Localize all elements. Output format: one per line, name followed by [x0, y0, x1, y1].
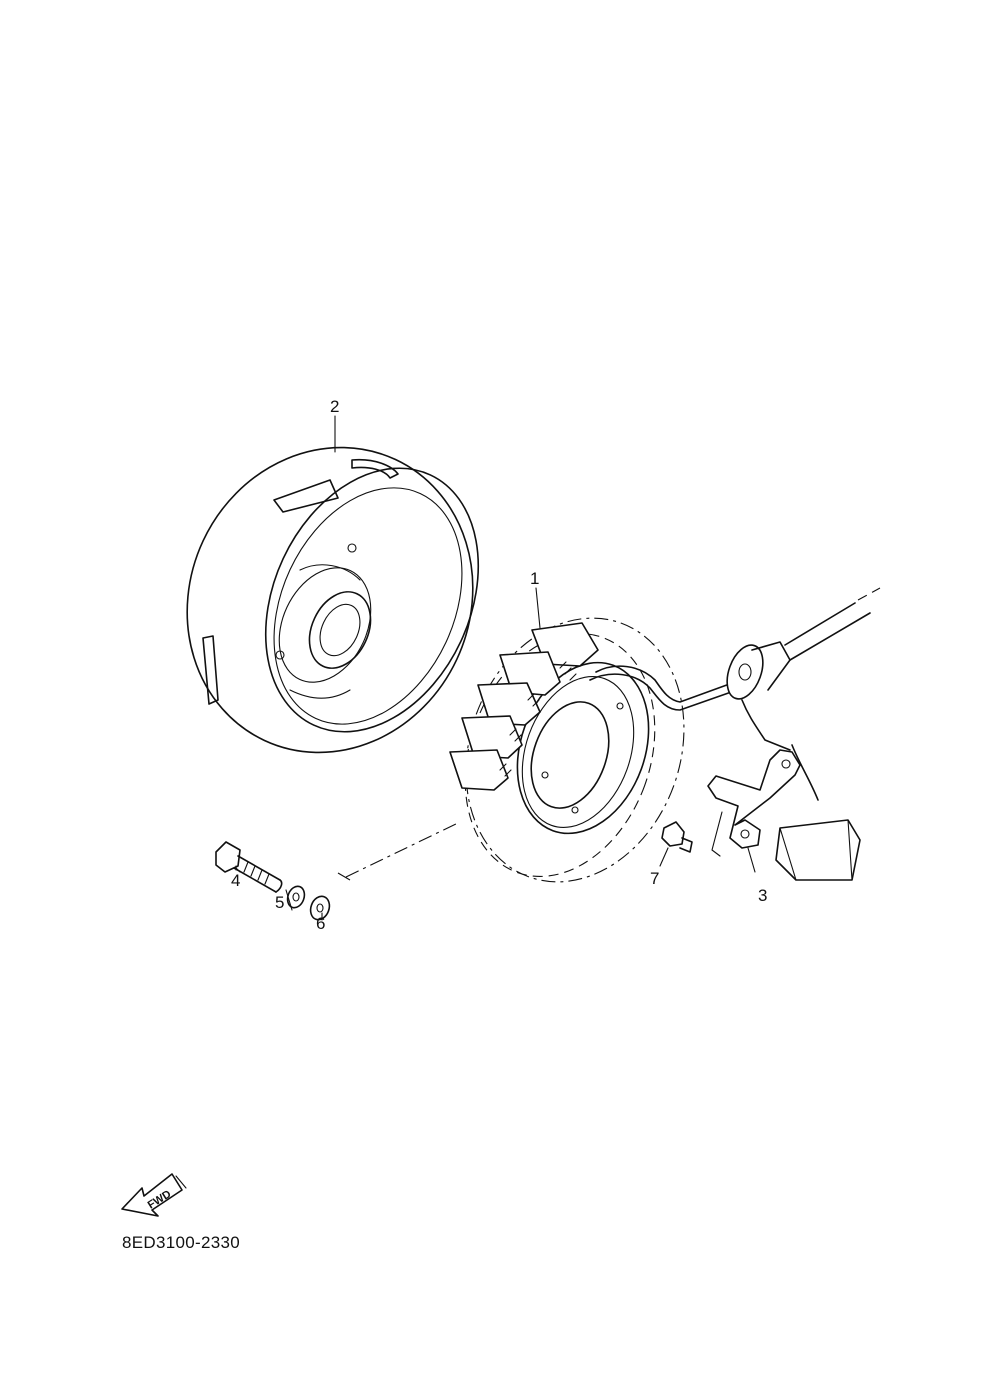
fwd-arrow-icon: FWD: [121, 1173, 187, 1217]
callout-6: 6: [316, 912, 325, 933]
rotor-part: [186, 446, 480, 754]
stator-part: [449, 587, 881, 883]
callout-1: 1: [530, 569, 541, 629]
bracket-part: [707, 749, 801, 857]
callout-number: 2: [330, 397, 339, 416]
callout-5: 5: [275, 889, 293, 912]
washer-large-part: [309, 895, 331, 921]
callout-number: 7: [650, 869, 659, 888]
callout-4: 4: [231, 865, 241, 890]
washer-small-part: [286, 885, 306, 909]
callout-number: 1: [530, 569, 539, 588]
callout-2: 2: [330, 397, 339, 453]
assembly-centerline: [337, 821, 461, 881]
callout-7: 7: [650, 847, 669, 888]
callout-number: 4: [231, 871, 240, 890]
callout-number: 6: [316, 914, 325, 933]
screw-part: [661, 821, 693, 853]
bolt-part: [215, 841, 283, 893]
callout-number: 5: [275, 893, 284, 912]
callout-3: 3: [747, 847, 767, 905]
part-code-label: 8ED3100-2330: [122, 1233, 240, 1252]
callout-number: 3: [758, 886, 767, 905]
